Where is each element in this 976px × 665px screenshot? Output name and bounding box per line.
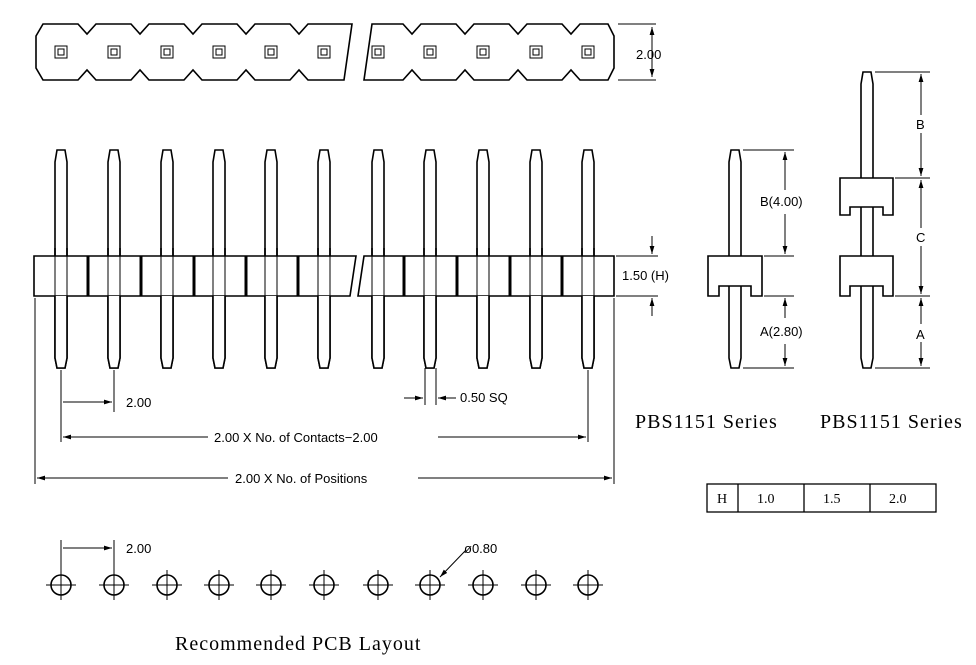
insulator-right <box>357 255 615 297</box>
top-pin-outer <box>107 45 121 59</box>
top-pin-inner <box>426 48 434 56</box>
side-view-caption: PBS1151 Series <box>635 411 778 433</box>
height-table: H 1.0 1.5 2.0 <box>706 483 937 513</box>
front-pin-lower <box>423 296 437 369</box>
top-strip-right <box>363 23 615 81</box>
front-pin-upper-edge <box>107 248 121 256</box>
top-pin-outer <box>476 45 490 59</box>
top-pin-inner <box>215 48 223 56</box>
front-pin-upper-edge <box>476 248 490 256</box>
top-pin-inner <box>532 48 540 56</box>
front-pin-upper-edge <box>264 248 278 256</box>
front-pin-lower <box>317 296 331 369</box>
top-pin-inner <box>110 48 118 56</box>
front-pin-upper-edge <box>54 248 68 256</box>
top-pin-outer <box>529 45 543 59</box>
pcb-pitch-label: 2.00 <box>126 541 151 556</box>
top-pin-inner <box>163 48 171 56</box>
front-pin-upper-edge <box>581 248 595 256</box>
front-pin-lower <box>476 296 490 369</box>
table-header-h: H <box>717 492 727 507</box>
row-height-label: 2.00 <box>636 47 661 62</box>
top-pin-outer <box>160 45 174 59</box>
insulator-divider <box>86 256 90 296</box>
front-pin-upper-edge <box>371 248 385 256</box>
insulator-divider <box>244 256 248 296</box>
front-pin-upper-edge <box>212 248 226 256</box>
insulator-height-label: 1.50 (H) <box>622 268 669 283</box>
top-pin-inner <box>584 48 592 56</box>
front-pin-lower <box>212 296 226 369</box>
front-pin-lower <box>529 296 543 369</box>
front-pin-lower <box>264 296 278 369</box>
front-pin-lower <box>160 296 174 369</box>
top-pin-inner <box>479 48 487 56</box>
dual-view-caption: PBS1151 Series <box>820 411 963 433</box>
table-cell: 2.0 <box>889 492 907 507</box>
front-pin-lower <box>371 296 385 369</box>
front-pin-lower <box>54 296 68 369</box>
top-pin-inner <box>57 48 65 56</box>
positions-span-label: 2.00 X No. of Positions <box>235 471 368 486</box>
top-strip-left <box>35 23 353 81</box>
top-pin-outer <box>371 45 385 59</box>
insulator-divider <box>139 256 143 296</box>
front-view: 1.50 (H) 2.00 0.50 SQ 2.00 X No. of Cont… <box>33 149 669 486</box>
contacts-span-label: 2.00 X No. of Contacts−2.00 <box>214 430 378 445</box>
front-pin-upper-edge <box>317 248 331 256</box>
front-pin-lower <box>581 296 595 369</box>
table-cell: 1.5 <box>823 492 841 507</box>
front-pin-upper-edge <box>160 248 174 256</box>
top-pin-inner <box>320 48 328 56</box>
front-pin-lower <box>107 296 121 369</box>
top-pin-inner <box>374 48 382 56</box>
hole-diameter-label: ø0.80 <box>464 541 497 556</box>
pcb-layout: 2.00 ø0.80 Recommended PCB Layout <box>46 540 603 655</box>
dual-c-label: C <box>916 230 925 245</box>
front-pin-upper-edge <box>423 248 437 256</box>
side-b-label: B(4.00) <box>760 194 803 209</box>
top-pin-outer <box>423 45 437 59</box>
top-pin-inner <box>267 48 275 56</box>
insulator-divider <box>455 256 459 296</box>
table-cell: 1.0 <box>757 492 775 507</box>
top-pin-outer <box>212 45 226 59</box>
front-pin-upper-edge <box>529 248 543 256</box>
side-view: B(4.00) A(2.80) PBS1151 Series <box>635 149 803 433</box>
top-pin-outer <box>581 45 595 59</box>
side-a-label: A(2.80) <box>760 324 803 339</box>
insulator-divider <box>402 256 406 296</box>
insulator-divider <box>296 256 300 296</box>
top-pin-outer <box>54 45 68 59</box>
dual-view: B C A PBS1151 Series <box>820 71 963 433</box>
insulator-divider <box>508 256 512 296</box>
pitch-label: 2.00 <box>126 395 151 410</box>
dual-a-label: A <box>916 327 925 342</box>
top-pin-outer <box>317 45 331 59</box>
insulator-divider <box>560 256 564 296</box>
dual-b-label: B <box>916 117 925 132</box>
top-view: 2.00 <box>35 23 661 81</box>
insulator-divider <box>192 256 196 296</box>
top-pin-outer <box>264 45 278 59</box>
pin-square-label: 0.50 SQ <box>460 390 508 405</box>
pcb-layout-caption: Recommended PCB Layout <box>175 633 421 655</box>
